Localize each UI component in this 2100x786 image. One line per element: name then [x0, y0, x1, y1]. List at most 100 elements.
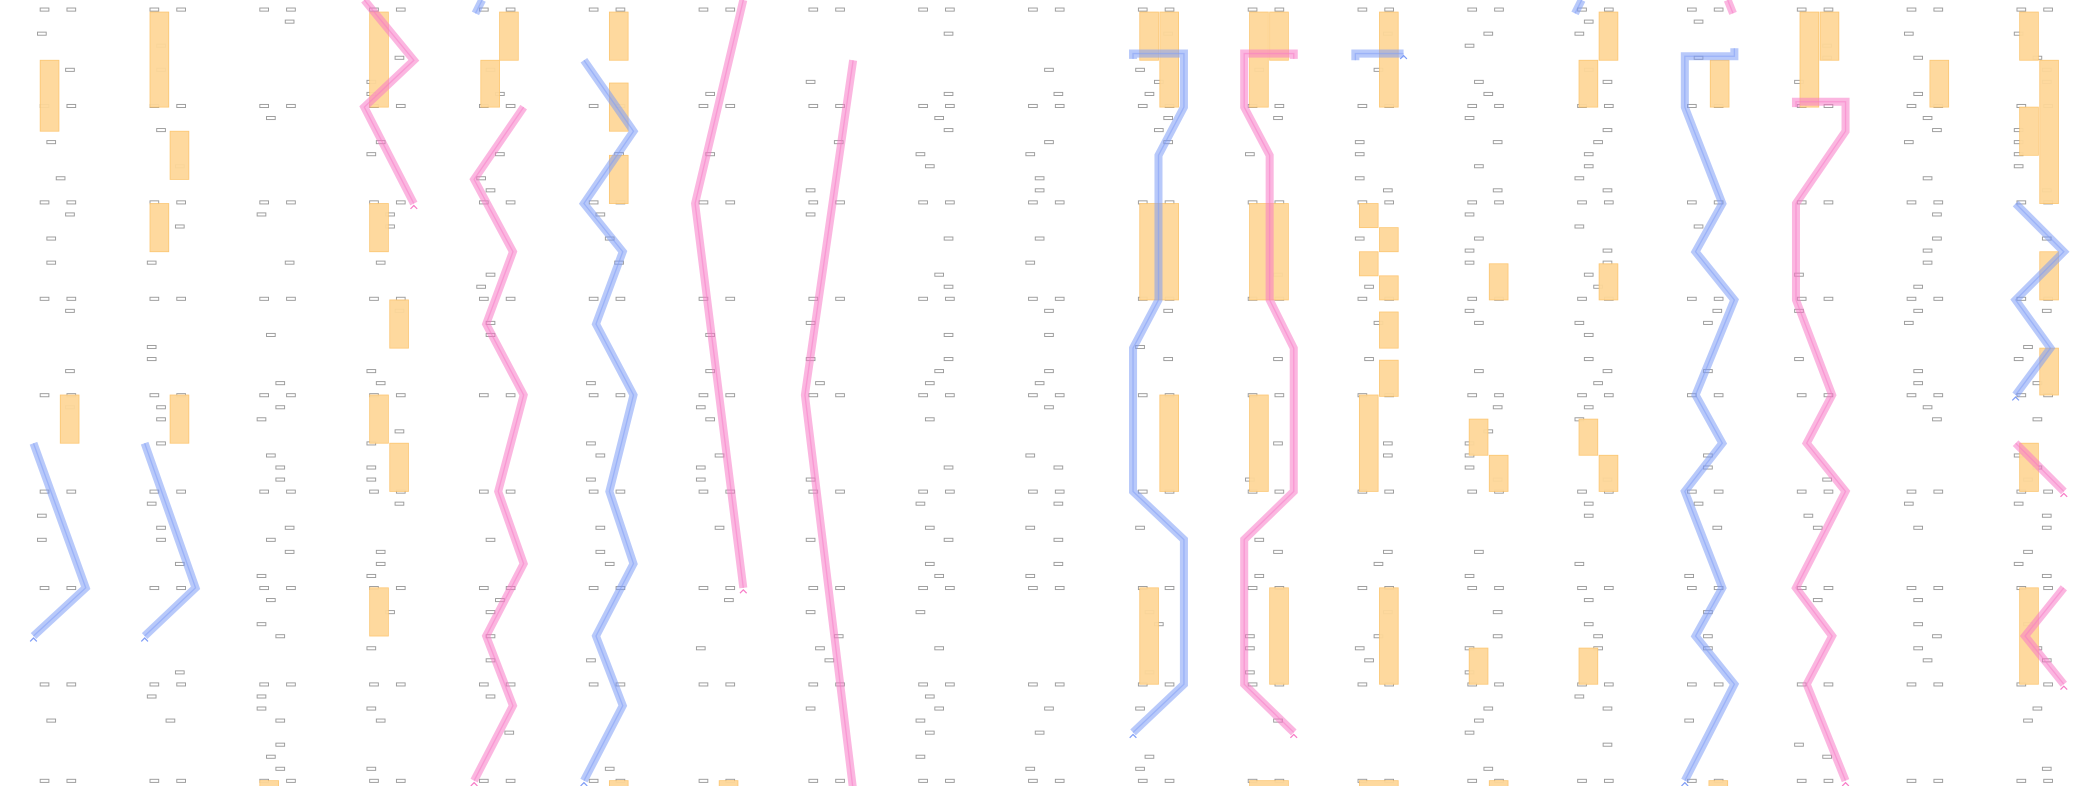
label-box	[1483, 706, 1494, 711]
label-box	[945, 393, 955, 398]
label-box	[725, 296, 736, 301]
bar-segment	[1159, 394, 1179, 492]
label-box	[1025, 152, 1036, 157]
label-box	[485, 272, 496, 277]
label-box	[1467, 103, 1478, 108]
track-end-caret-icon	[470, 781, 478, 786]
label-box	[256, 417, 267, 422]
label-layer	[37, 7, 2053, 783]
bar-segment	[1708, 780, 1729, 786]
bar-segment	[1578, 418, 1599, 456]
label-box	[176, 7, 186, 12]
label-box	[39, 778, 50, 783]
bar-segment	[1488, 780, 1509, 786]
label-box	[146, 357, 157, 362]
label-box	[943, 31, 954, 36]
label-box	[2041, 525, 2052, 530]
label-box	[1467, 586, 1478, 591]
label-box	[805, 537, 816, 542]
label-box	[918, 200, 928, 205]
label-box	[266, 537, 276, 542]
label-box	[1796, 393, 1807, 398]
label-box	[1273, 116, 1283, 121]
label-box	[2041, 308, 2052, 313]
label-box	[149, 296, 160, 301]
label-box	[943, 284, 954, 289]
label-box	[395, 393, 406, 398]
label-box	[1474, 79, 1484, 84]
label-box	[1712, 525, 1723, 530]
bar-segment	[1598, 454, 1619, 492]
label-box	[835, 586, 845, 591]
label-box	[815, 381, 825, 386]
label-box	[695, 405, 706, 410]
label-box	[65, 308, 75, 313]
track-end-caret-icon	[1129, 733, 1137, 739]
label-box	[815, 646, 825, 651]
label-box	[1492, 634, 1503, 639]
label-box	[945, 7, 955, 12]
label-box	[1135, 67, 1145, 72]
bar-segment	[1379, 587, 1399, 685]
label-box	[1933, 7, 1944, 12]
label-box	[1492, 610, 1503, 615]
label-box	[176, 778, 186, 783]
label-box	[46, 718, 57, 723]
label-box	[1903, 501, 1914, 506]
label-box	[1153, 128, 1164, 133]
label-box	[156, 417, 166, 422]
label-box	[1467, 200, 1478, 205]
bar-segment	[1269, 587, 1289, 685]
label-box	[924, 164, 935, 169]
pink-track	[800, 59, 858, 786]
label-box	[1903, 320, 1914, 325]
label-box	[824, 658, 835, 663]
label-box	[1932, 236, 1942, 241]
pink-track-centerline	[2015, 442, 2065, 492]
bar-segment	[1379, 11, 1399, 108]
label-box	[2013, 501, 2024, 506]
label-box	[46, 140, 57, 145]
label-box	[259, 103, 269, 108]
label-box	[55, 176, 66, 181]
label-box	[275, 742, 286, 747]
label-box	[588, 778, 599, 783]
label-box	[805, 706, 816, 711]
label-box	[478, 296, 489, 301]
label-box	[1044, 140, 1054, 145]
label-box	[286, 393, 296, 398]
bar-segment	[149, 11, 170, 108]
label-box	[259, 682, 269, 687]
label-box	[1274, 103, 1285, 108]
label-box	[395, 682, 406, 687]
label-box	[256, 706, 267, 711]
label-box	[366, 706, 377, 711]
label-box	[366, 646, 377, 651]
blue-track-centerline	[32, 442, 87, 637]
label-box	[835, 393, 845, 398]
label-box	[1025, 260, 1036, 265]
label-box	[266, 598, 276, 603]
label-box	[1603, 200, 1614, 205]
label-box	[1577, 586, 1587, 591]
label-box	[1483, 31, 1494, 36]
label-box	[476, 284, 486, 289]
label-box	[1603, 586, 1614, 591]
label-box	[1603, 103, 1614, 108]
label-box	[615, 393, 626, 398]
label-box	[1906, 7, 1917, 12]
label-box	[266, 332, 276, 337]
label-box	[2041, 573, 2052, 578]
label-box	[156, 128, 166, 133]
label-box	[945, 682, 955, 687]
label-box	[1383, 453, 1393, 458]
label-box	[366, 152, 377, 157]
label-box	[1574, 694, 1585, 699]
label-box	[1583, 332, 1594, 337]
label-box	[284, 260, 295, 265]
label-box	[37, 513, 47, 518]
bar-segment	[1799, 11, 1820, 108]
label-box	[505, 296, 516, 301]
label-box	[478, 682, 489, 687]
label-box	[943, 128, 954, 133]
